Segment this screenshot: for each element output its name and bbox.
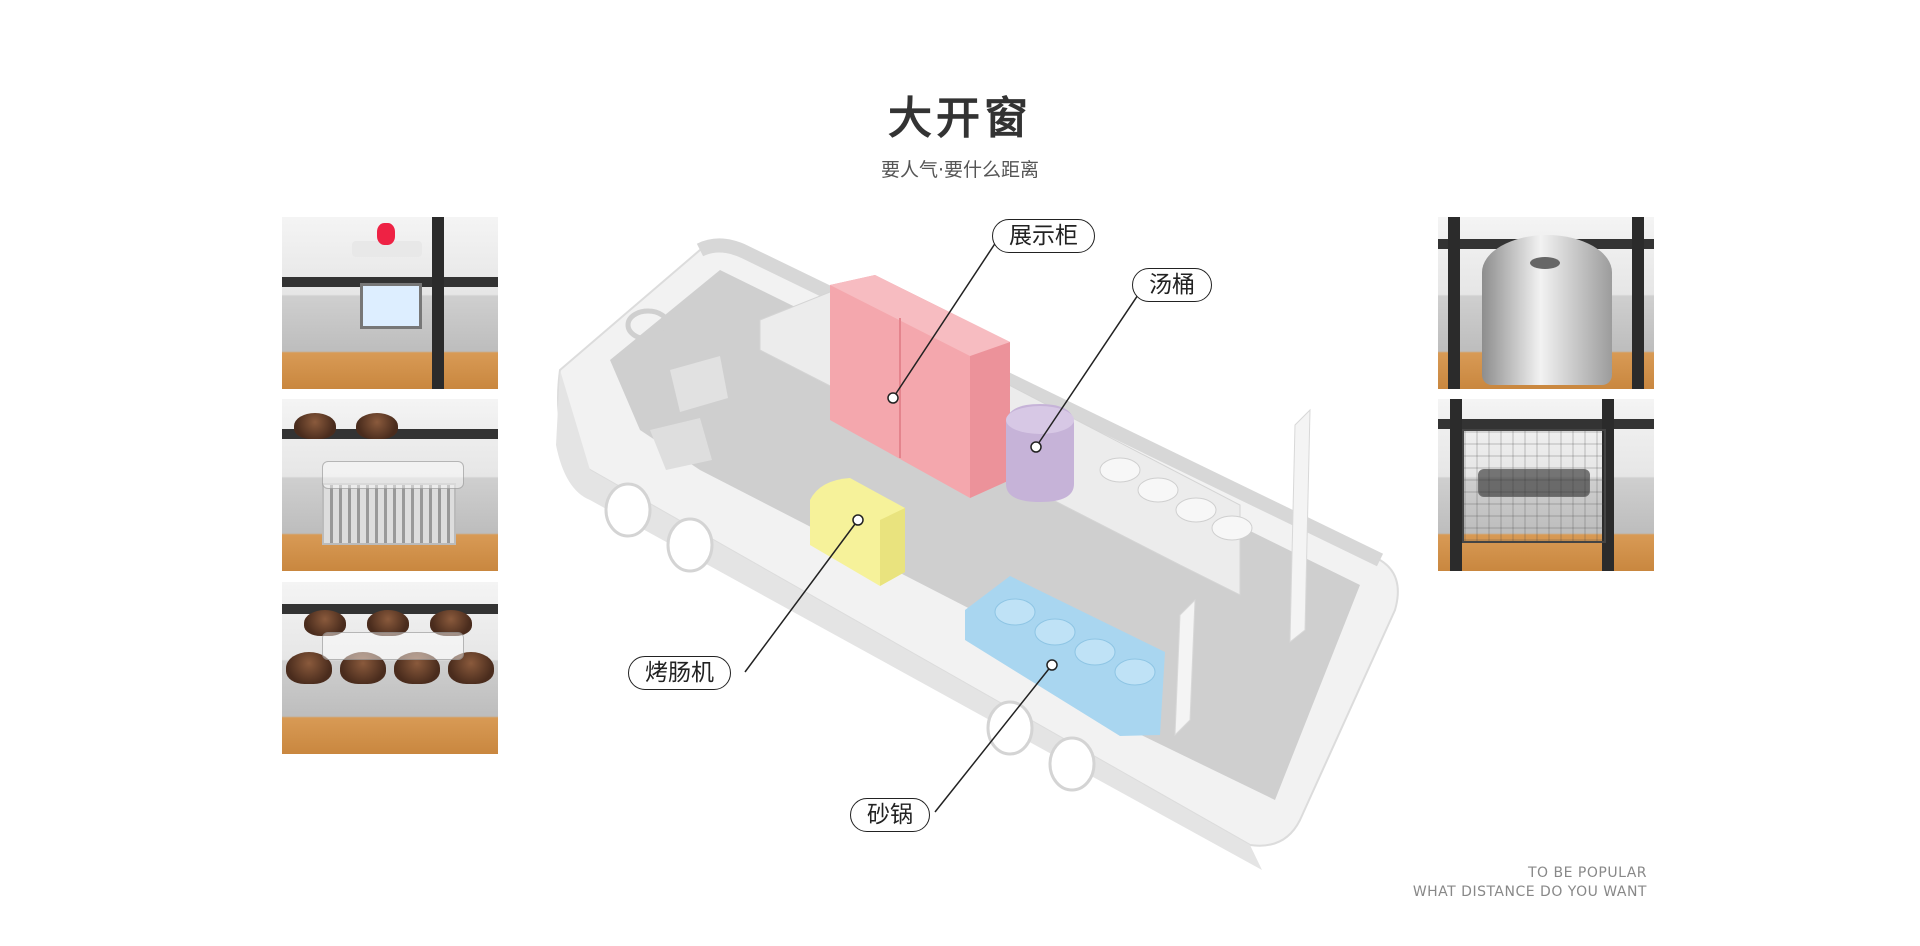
sausage-machine-marker bbox=[852, 514, 864, 526]
display-cabinet-model bbox=[830, 275, 1010, 498]
photo-sausage-grill bbox=[282, 399, 498, 571]
slogan-line-2: WHAT DISTANCE DO YOU WANT bbox=[1412, 884, 1647, 900]
callout-clay-pot: 砂锅 bbox=[850, 798, 930, 832]
callout-display-cabinet: 展示柜 bbox=[992, 219, 1095, 253]
photo-cashier-station bbox=[282, 217, 498, 389]
brand-watermark bbox=[322, 632, 464, 660]
photo-display-cabinet bbox=[1438, 399, 1654, 571]
brand-watermark bbox=[1478, 469, 1590, 497]
brand-watermark bbox=[322, 461, 464, 489]
photo-soup-bucket bbox=[1438, 217, 1654, 389]
sausage-machine-model bbox=[810, 478, 905, 586]
page-subtitle: 要人气·要什么距离 bbox=[880, 159, 1040, 181]
display-cabinet-marker bbox=[887, 392, 899, 404]
slogan-line-1: TO BE POPULAR bbox=[1528, 865, 1647, 881]
clay-pot-station-model bbox=[965, 576, 1165, 736]
callout-sausage-machine: 烤肠机 bbox=[628, 656, 731, 690]
clay-pot-marker bbox=[1046, 659, 1058, 671]
page-title: 大开窗 bbox=[888, 93, 1032, 144]
callout-soup-bucket: 汤桶 bbox=[1132, 268, 1212, 302]
soup-bucket-model bbox=[1006, 404, 1074, 502]
photo-clay-pots bbox=[282, 582, 498, 754]
soup-bucket-marker bbox=[1030, 441, 1042, 453]
